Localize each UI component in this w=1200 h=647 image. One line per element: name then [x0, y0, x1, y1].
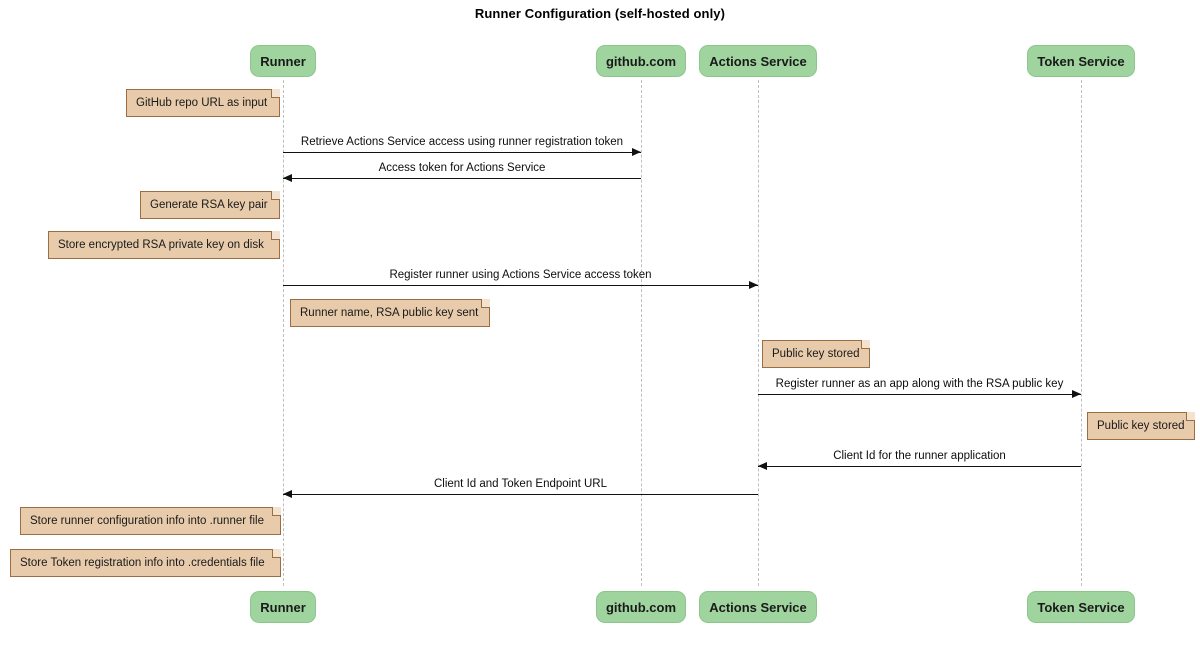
page-title: Runner Configuration (self-hosted only): [474, 6, 726, 21]
note-fold-corner-icon: [272, 507, 281, 516]
participant-label: Token Service: [1037, 53, 1125, 69]
participant-runner-header[interactable]: Runner: [250, 45, 316, 77]
lifeline-runner: [283, 80, 284, 586]
message-label: Register runner as an app along with the…: [775, 378, 1064, 390]
message-arrowhead: [758, 462, 767, 470]
note-public-key-stored-actions: Public key stored: [762, 340, 870, 368]
participant-token-footer[interactable]: Token Service: [1027, 591, 1135, 623]
note-text: Store Token registration info into .cred…: [20, 557, 265, 569]
lifeline-token: [1081, 80, 1082, 586]
message-line: [758, 466, 1081, 467]
participant-label: Runner: [260, 599, 306, 615]
participant-github-footer[interactable]: github.com: [595, 591, 687, 623]
message-line: [283, 152, 641, 153]
message-line: [283, 178, 641, 179]
note-text: Runner name, RSA public key sent: [300, 307, 479, 319]
note-generate-rsa: Generate RSA key pair: [140, 191, 280, 219]
note-store-runner-config: Store runner configuration info into .ru…: [20, 507, 281, 535]
message-line: [758, 394, 1081, 395]
message-arrowhead: [1072, 390, 1081, 398]
note-public-key-stored-token: Public key stored: [1087, 412, 1195, 440]
message-arrowhead: [283, 174, 292, 182]
message-arrowhead: [632, 148, 641, 156]
message-label: Access token for Actions Service: [378, 162, 546, 174]
lifeline-github: [641, 80, 642, 586]
note-fold-corner-icon: [271, 191, 280, 200]
note-fold-corner-icon: [481, 299, 490, 308]
participant-token-header[interactable]: Token Service: [1027, 45, 1135, 77]
note-fold-corner-icon: [271, 231, 280, 240]
message-label: Register runner using Actions Service ac…: [389, 269, 652, 281]
note-text: Generate RSA key pair: [150, 199, 268, 211]
note-text: Public key stored: [772, 348, 860, 360]
note-text: Store runner configuration info into .ru…: [30, 515, 264, 527]
note-github-repo-url: GitHub repo URL as input: [126, 89, 280, 117]
lifeline-actions: [758, 80, 759, 586]
note-fold-corner-icon: [1186, 412, 1195, 421]
message-label: Retrieve Actions Service access using ru…: [300, 136, 624, 148]
note-text: GitHub repo URL as input: [136, 97, 268, 109]
note-fold-corner-icon: [861, 340, 870, 349]
participant-runner-footer[interactable]: Runner: [250, 591, 316, 623]
note-store-encrypted-rsa: Store encrypted RSA private key on disk: [48, 231, 280, 259]
note-fold-corner-icon: [271, 89, 280, 98]
participant-label: github.com: [605, 599, 677, 615]
note-fold-corner-icon: [272, 549, 281, 558]
participant-label: Token Service: [1037, 599, 1125, 615]
participant-github-header[interactable]: github.com: [595, 45, 687, 77]
participant-actions-footer[interactable]: Actions Service: [699, 591, 817, 623]
message-line: [283, 285, 758, 286]
message-arrowhead: [749, 281, 758, 289]
message-arrowhead: [283, 490, 292, 498]
note-runner-name-rsa: Runner name, RSA public key sent: [290, 299, 490, 327]
participant-label: Runner: [260, 53, 306, 69]
participant-label: github.com: [605, 53, 677, 69]
message-line: [283, 494, 758, 495]
participant-actions-header[interactable]: Actions Service: [699, 45, 817, 77]
message-label: Client Id and Token Endpoint URL: [433, 478, 608, 490]
note-store-token-registration: Store Token registration info into .cred…: [10, 549, 281, 577]
participant-label: Actions Service: [709, 599, 807, 615]
participant-label: Actions Service: [709, 53, 807, 69]
note-text: Public key stored: [1097, 420, 1185, 432]
message-label: Client Id for the runner application: [833, 450, 1006, 462]
note-text: Store encrypted RSA private key on disk: [58, 239, 264, 251]
